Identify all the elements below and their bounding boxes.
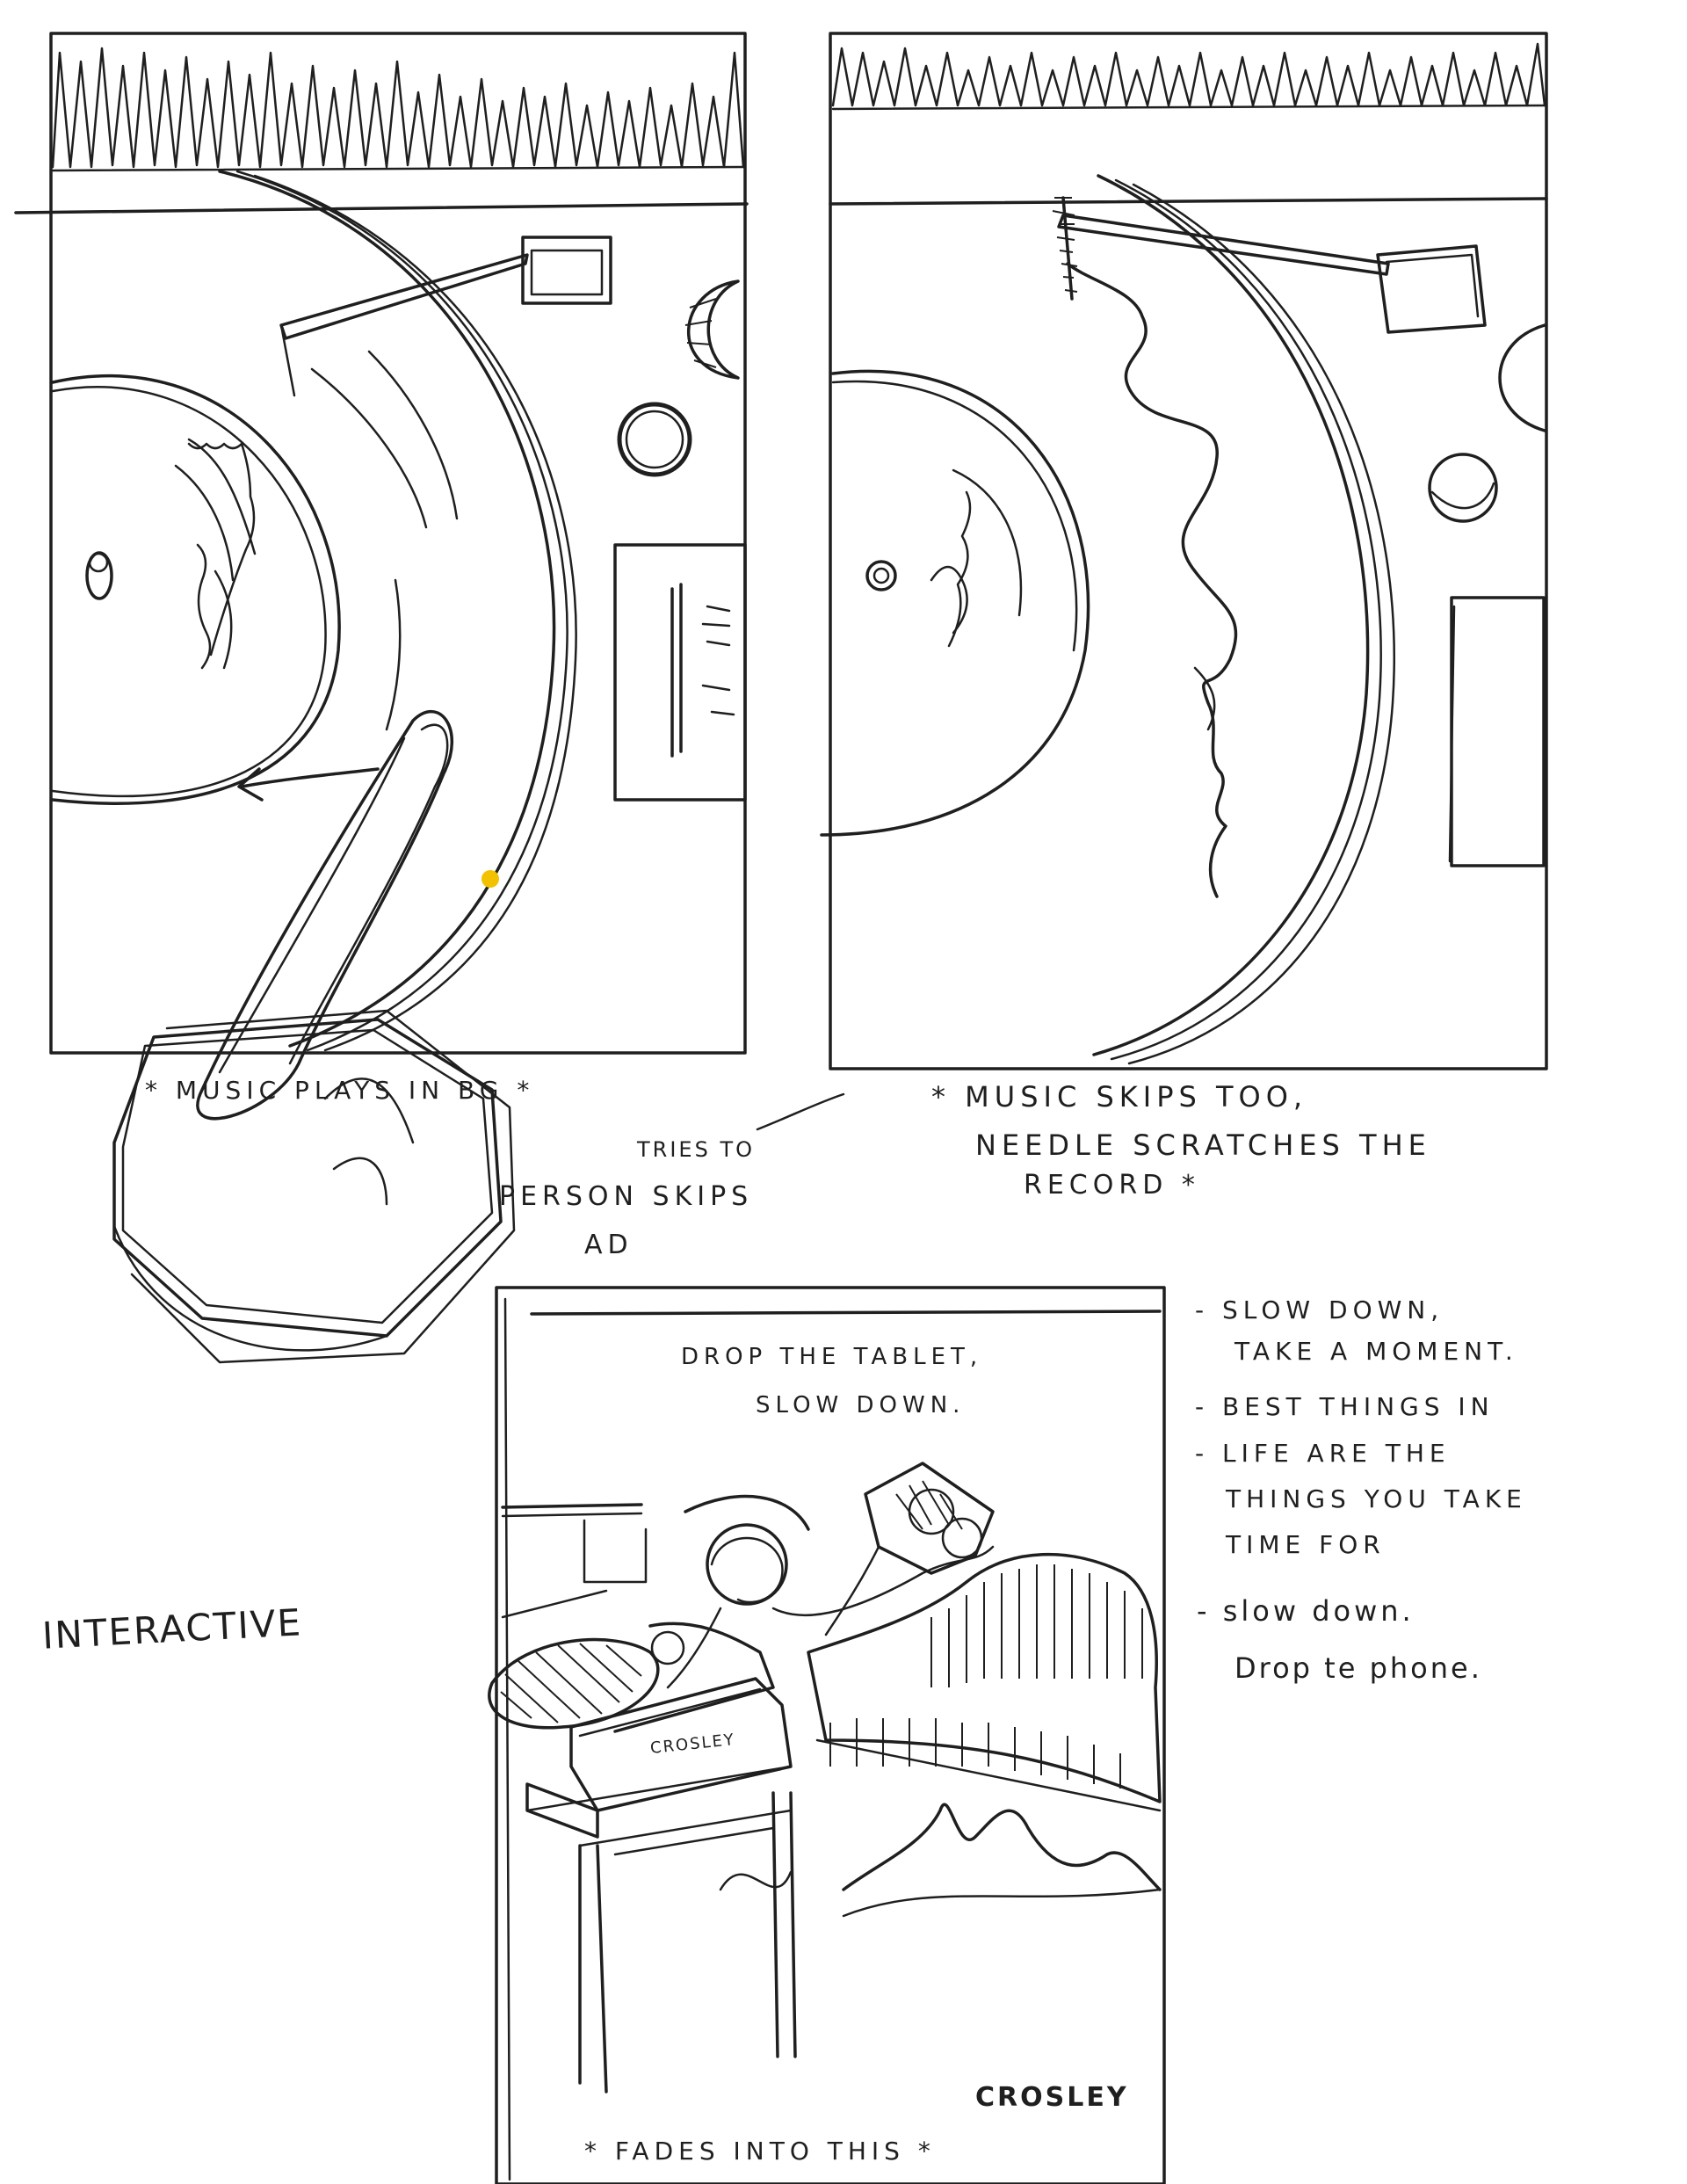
note-1: - SLOW DOWN, bbox=[1195, 1295, 1444, 1324]
volume-knob bbox=[617, 402, 692, 477]
person-head bbox=[706, 1523, 788, 1606]
pitch-slider-box-2 bbox=[1450, 596, 1546, 867]
panel-1-note-line3: AD bbox=[584, 1230, 634, 1260]
panel-1-note-small: TRIES TO bbox=[637, 1137, 755, 1162]
blanket-wave bbox=[842, 1803, 1162, 1891]
panel-1-note-line2: PERSON SKIPS bbox=[499, 1181, 754, 1212]
needle-scratch bbox=[1066, 262, 1238, 898]
panel-3-frame bbox=[495, 1286, 1166, 2184]
pitch-slider-box bbox=[613, 543, 747, 802]
panel-3-footer: * FADES INTO THIS * bbox=[584, 2137, 936, 2166]
panel-1-caption: * MUSIC PLAYS IN BG * bbox=[145, 1076, 535, 1105]
tonearm-weight bbox=[521, 236, 612, 305]
record-label-arc bbox=[51, 374, 341, 805]
spindle-2 bbox=[865, 560, 897, 591]
tablet-device bbox=[112, 1018, 503, 1338]
panel-3-headline-line1: DROP THE TABLET, bbox=[681, 1344, 983, 1370]
yellow-smudge bbox=[481, 870, 499, 888]
speed-knob-2 bbox=[1498, 323, 1546, 432]
panel-1-top-wave bbox=[51, 47, 745, 169]
record-label-arc-2 bbox=[820, 369, 1090, 837]
panel-2-top-wave bbox=[831, 42, 1546, 107]
panel-1-turntable bbox=[14, 32, 749, 1364]
panel-2-turntable bbox=[820, 32, 1548, 1070]
speed-knob bbox=[687, 279, 740, 380]
panel-3-headline-line2: SLOW DOWN. bbox=[756, 1392, 966, 1419]
note-8: Drop te phone. bbox=[1234, 1651, 1482, 1685]
record-outer-arc-2 bbox=[1092, 174, 1370, 1056]
panel-2-frame bbox=[829, 32, 1548, 1070]
note-2: TAKE A MOMENT. bbox=[1234, 1337, 1518, 1366]
panel-3-scene bbox=[488, 1286, 1166, 2184]
panel-2-caption-line2: NEEDLE SCRATCHES THE bbox=[975, 1128, 1431, 1162]
panel-1-frame bbox=[49, 32, 747, 1055]
record-outer-arc bbox=[218, 170, 556, 1048]
stand-leg-right bbox=[771, 1791, 779, 2058]
record-platter bbox=[488, 1637, 660, 1730]
volume-knob-2 bbox=[1428, 453, 1498, 523]
note-5: THINGS YOU TAKE bbox=[1226, 1484, 1527, 1513]
panel-2-caption-line1: * MUSIC SKIPS TOO, bbox=[931, 1080, 1308, 1114]
tablet-in-hand bbox=[864, 1462, 995, 1575]
panel-3-brand-corner: CROSLEY bbox=[975, 2082, 1129, 2113]
panel-2-caption-line3: RECORD * bbox=[1024, 1170, 1200, 1201]
tonearm-2 bbox=[1057, 214, 1390, 276]
hand-swipe bbox=[196, 709, 453, 1121]
note-3: - BEST THINGS IN bbox=[1195, 1392, 1495, 1421]
tonearm bbox=[279, 253, 529, 340]
direction-arrow bbox=[240, 767, 380, 788]
record-player-lid bbox=[613, 1622, 775, 1733]
note-7: - slow down. bbox=[1197, 1594, 1415, 1628]
tonearm-weight-2 bbox=[1376, 244, 1487, 334]
bed bbox=[807, 1552, 1162, 1803]
note-6: TIME FOR bbox=[1226, 1530, 1386, 1559]
note-4: - LIFE ARE THE bbox=[1195, 1439, 1451, 1468]
